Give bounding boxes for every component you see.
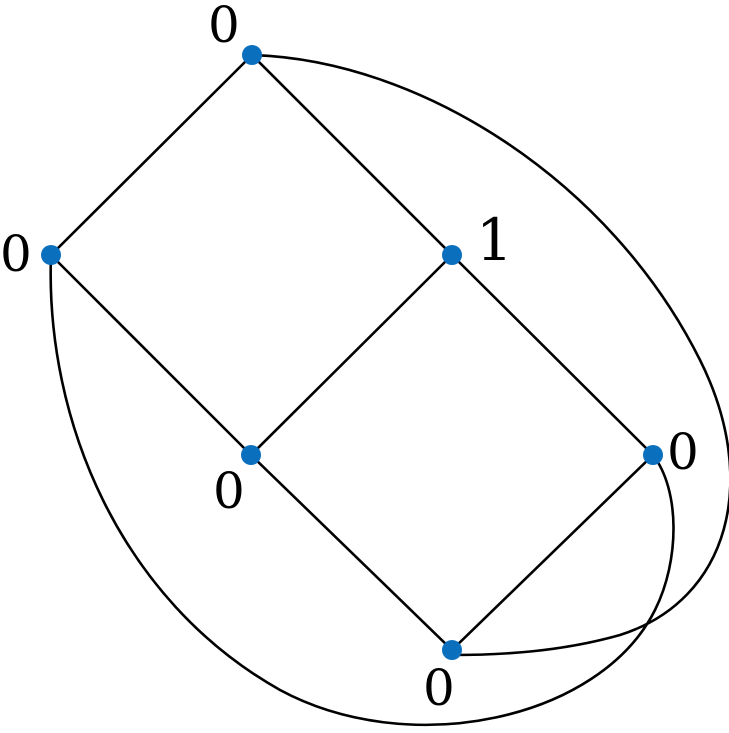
vertex-label-upper-right: 1 <box>476 206 513 274</box>
edge-top-left <box>49 53 254 257</box>
vertex-label-right: 0 <box>667 423 699 481</box>
edge-top-bottom-curve <box>250 53 729 657</box>
vertex-center <box>241 445 261 465</box>
vertex-right <box>643 445 663 465</box>
vertex-top <box>242 45 262 65</box>
vertex-left <box>41 245 61 265</box>
vertex-label-bottom: 0 <box>423 659 455 717</box>
vertex-upper-right <box>442 245 462 265</box>
edge-upper-right-center <box>249 253 454 457</box>
edge-left-center <box>49 253 253 457</box>
vertex-bottom <box>442 640 462 660</box>
edge-upper-right-right <box>450 253 655 457</box>
edge-center-bottom <box>249 453 454 652</box>
vertex-label-center: 0 <box>213 462 245 520</box>
edge-right-bottom <box>450 453 655 652</box>
edge-left-right-curve <box>49 253 675 726</box>
vertex-label-left: 0 <box>0 225 32 283</box>
edge-top-upper-right <box>250 53 454 257</box>
vertex-label-top: 0 <box>208 0 240 54</box>
